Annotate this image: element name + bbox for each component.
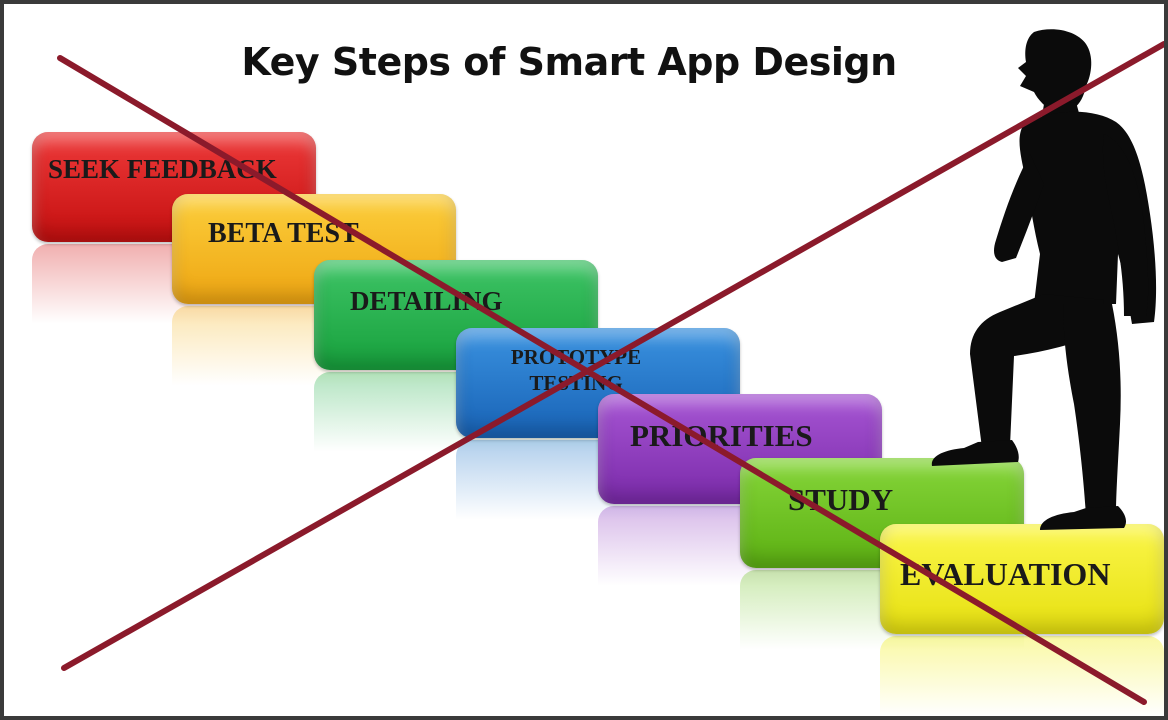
step-label: SEEK FEEDBACK	[48, 154, 277, 184]
step-label: DETAILING	[350, 286, 503, 316]
step-label: EVALUATION	[900, 556, 1111, 592]
step-label: PRIORITIES	[630, 418, 813, 453]
step-reflection	[880, 636, 1164, 716]
person-silhouette-icon	[931, 29, 1157, 530]
cross-line-descending	[57, 55, 1147, 705]
diagram-title: Key Steps of Smart App Design	[241, 40, 897, 84]
step-evaluation: EVALUATION	[880, 524, 1164, 634]
cross-out-overlay	[57, 41, 1164, 705]
cross-line-ascending	[61, 41, 1164, 671]
